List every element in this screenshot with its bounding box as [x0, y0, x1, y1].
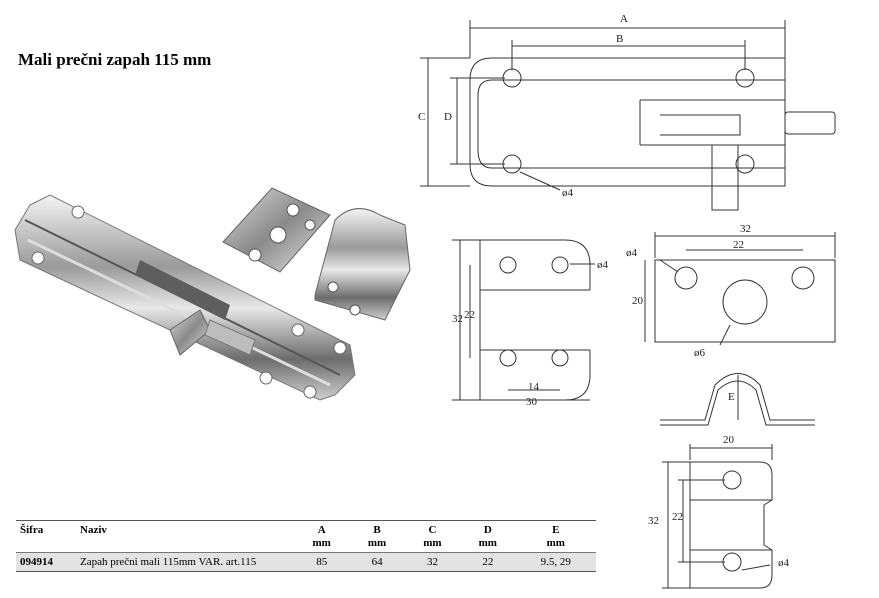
cell-e: 9.5, 29: [515, 552, 596, 572]
plate-h22-label: 22: [464, 309, 475, 321]
keeper-h22-label: 22: [672, 511, 683, 523]
bolt-body-image: [14, 194, 356, 401]
plate-drawing: [452, 239, 595, 401]
strike-drawing: [644, 232, 836, 426]
plate-hole-label: ø4: [597, 259, 609, 271]
dim-a-label: A: [620, 13, 628, 25]
dim-b-label: B: [616, 33, 623, 45]
product-title: Mali prečni zapah 115 mm: [18, 50, 212, 69]
keeper-h32-label: 32: [648, 515, 659, 527]
dim-main-hole-label: ø4: [562, 187, 574, 199]
plate-w30-label: 30: [526, 396, 538, 408]
cell-naziv: Zapah prečni mali 115mm VAR. art.115: [76, 552, 294, 572]
main-bolt-drawing: [420, 20, 836, 211]
strike-e-label: E: [728, 391, 735, 403]
product-photo: [14, 187, 411, 401]
strike-w32-label: 32: [740, 223, 751, 235]
strike-hole6-label: ø6: [694, 347, 706, 359]
strike-hole4-label: ø4: [626, 247, 638, 259]
cell-sifra: 094914: [16, 552, 76, 572]
cell-a: 85: [294, 552, 350, 572]
plate-w14-label: 14: [528, 381, 540, 393]
cell-c: 32: [404, 552, 461, 572]
cell-b: 64: [349, 552, 405, 572]
strike-w22-label: 22: [733, 239, 744, 251]
keeper-image: [314, 208, 411, 321]
header-naziv: Naziv: [76, 520, 294, 553]
keeper-w20-label: 20: [723, 434, 735, 446]
strike-plate-image: [222, 187, 331, 273]
dim-c-label: C: [418, 111, 425, 123]
keeper-drawing: [662, 444, 773, 589]
strike-h20-label: 20: [632, 295, 644, 307]
header-sifra: Šifra: [16, 520, 76, 553]
cell-d: 22: [460, 552, 516, 572]
dim-d-label: D: [444, 111, 452, 123]
plate-h32-label: 32: [452, 313, 463, 325]
table-row: 094914 Zapah prečni mali 115mm VAR. art.…: [16, 552, 596, 572]
keeper-hole-label: ø4: [778, 557, 790, 569]
